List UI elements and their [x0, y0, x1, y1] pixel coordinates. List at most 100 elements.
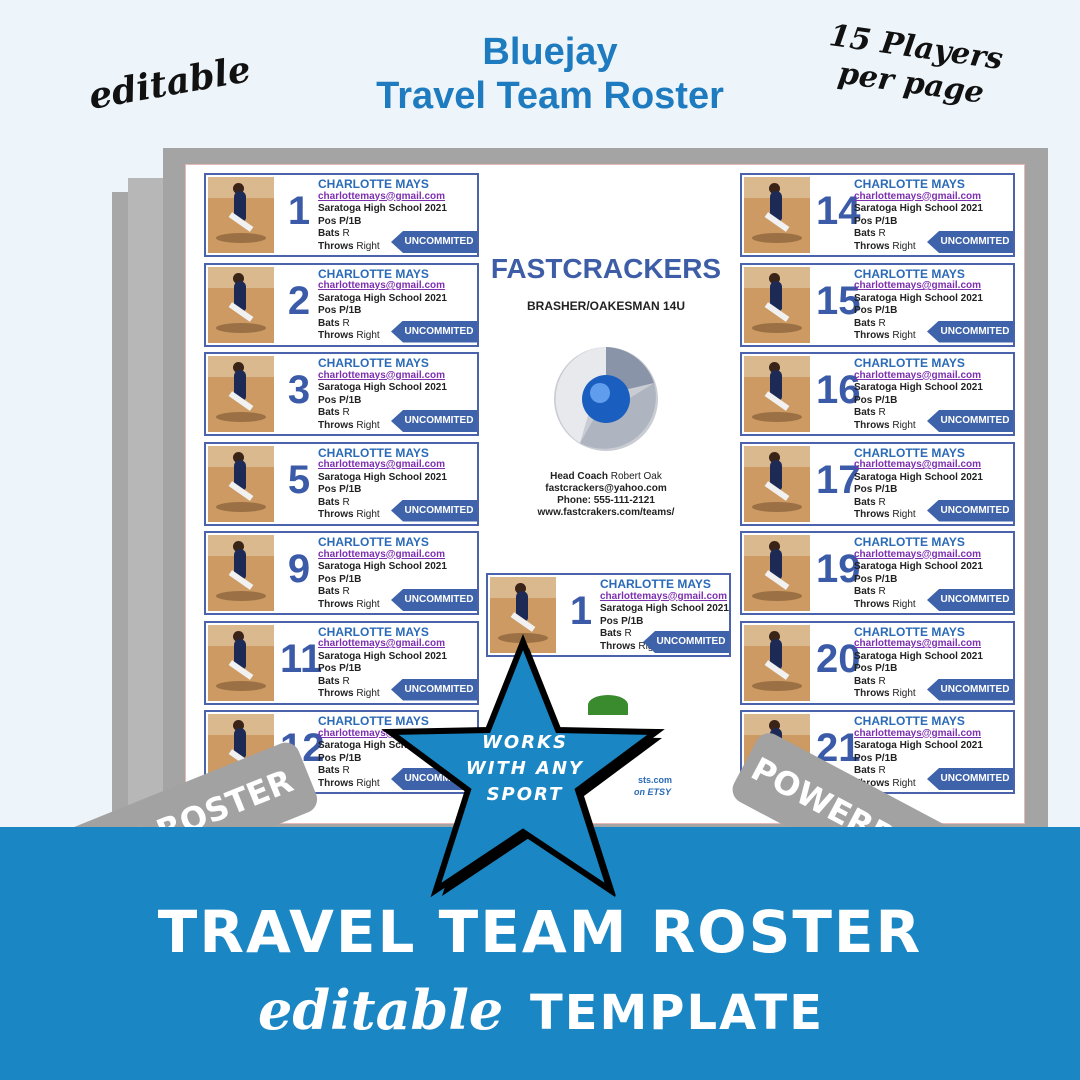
player-school: Saratoga High School 2021	[854, 650, 983, 662]
player-email[interactable]: charlottemays@gmail.com	[318, 727, 446, 739]
coach-info: Head Coach Robert Oak fastcrackers@yahoo…	[486, 471, 726, 519]
player-email[interactable]: charlottemays@gmail.com	[854, 459, 982, 470]
throws-label: Throws	[318, 240, 354, 252]
player-school: Saratoga High School 2021	[318, 650, 447, 662]
player-position: Pos P/1B	[318, 305, 362, 316]
player-photo	[744, 177, 810, 253]
player-school: Saratoga High School 2021	[318, 382, 447, 393]
footer-fragment: sts.com	[638, 775, 673, 785]
player-email[interactable]: charlottemays@gmail.com	[318, 638, 446, 649]
player-email[interactable]: charlottemays@gmail.com	[318, 280, 446, 291]
throws-value: Right	[356, 509, 380, 520]
player-email[interactable]: charlottemays@gmail.com	[318, 459, 446, 470]
bats-label: Bats	[854, 317, 876, 329]
player-email[interactable]: charlottemays@gmail.com	[854, 548, 982, 560]
player-name: CHARLOTTE MAYS	[600, 577, 711, 591]
player-name: CHARLOTTE MAYS	[318, 177, 429, 191]
commit-status-badge: UNCOMMITED	[391, 410, 477, 432]
player-photo	[208, 177, 274, 253]
player-email[interactable]: charlottemays@gmail.com	[854, 280, 982, 291]
commit-status-badge: UNCOMMITED	[643, 631, 729, 653]
bats-value: R	[878, 765, 886, 776]
player-position: Pos P/1B	[854, 305, 898, 316]
star-badge-text: WORKS WITH ANY SPORT	[465, 732, 585, 805]
player-email[interactable]: charlottemays@gmail.com	[318, 190, 446, 202]
player-email[interactable]: charlottemays@gmail.com	[854, 638, 982, 649]
bats-label: Bats	[854, 228, 876, 239]
team-subtitle: BRASHER/OAKESMAN 14U	[526, 299, 686, 313]
player-name: CHARLOTTE MAYS	[854, 714, 965, 728]
jersey-number: 2	[287, 278, 311, 323]
player-school: Saratoga High School 2021	[854, 382, 983, 393]
player-email[interactable]: charlottemays@gmail.com	[854, 190, 982, 202]
throws-label: Throws	[854, 777, 890, 789]
throws-label: Throws	[854, 509, 890, 520]
bats-label: Bats	[854, 496, 876, 508]
bats-label: Bats	[318, 496, 340, 508]
throws-value: Right	[892, 419, 916, 431]
jersey-number: 14	[816, 189, 861, 233]
player-school: Saratoga High School 2021	[600, 603, 729, 614]
jersey-number: 19	[816, 547, 861, 591]
throws-label: Throws	[854, 330, 890, 341]
player-position: Pos P/1B	[318, 663, 362, 674]
player-photo	[208, 445, 274, 522]
player-school: Saratoga High School 2021	[854, 471, 983, 483]
player-school: Saratoga High School 2021	[318, 292, 447, 304]
bats-value: R	[878, 675, 886, 687]
bats-value: R	[878, 407, 886, 418]
player-position: Pos P/1B	[318, 215, 362, 227]
bats-label: Bats	[318, 586, 340, 597]
title-line-2: Travel Team Roster	[376, 75, 724, 117]
throws-value: Right	[892, 598, 916, 610]
player-email[interactable]: charlottemays@gmail.com	[318, 369, 446, 381]
coach-email: fastcrackers@yahoo.com	[545, 483, 667, 494]
commit-status-badge: UNCOMMITED	[391, 589, 477, 611]
bats-value: R	[342, 317, 350, 329]
player-school: Saratoga High School 2021	[318, 203, 447, 214]
throws-label: Throws	[318, 598, 354, 610]
player-position: Pos P/1B	[854, 484, 898, 495]
bats-value: R	[342, 228, 350, 239]
commit-status-badge: UNCOMMITED	[927, 231, 1013, 253]
player-name: CHARLOTTE MAYS	[854, 266, 965, 281]
player-position: Pos P/1B	[854, 663, 898, 674]
player-name: CHARLOTTE MAYS	[318, 445, 429, 460]
editable-label: editable	[258, 978, 504, 1042]
player-school: Saratoga High School 2021	[318, 471, 447, 483]
throws-value: Right	[892, 509, 916, 520]
commit-status-badge: UNCOMMITED	[927, 589, 1013, 611]
throws-value: Right	[892, 777, 916, 789]
team-name: FASTCRACKERS	[490, 253, 722, 284]
player-email[interactable]: charlottemays@gmail.com	[854, 369, 982, 381]
player-position: Pos P/1B	[318, 573, 362, 585]
player-email[interactable]: charlottemays@gmail.com	[600, 590, 728, 602]
team-website: www.fastcrakers.com/teams/	[537, 507, 675, 518]
jersey-number: 9	[287, 547, 311, 591]
bats-label: Bats	[854, 407, 876, 418]
bats-value: R	[878, 586, 886, 597]
player-position: Pos P/1B	[854, 394, 898, 406]
throws-label: Throws	[318, 777, 354, 789]
bats-label: Bats	[318, 765, 340, 776]
player-email[interactable]: charlottemays@gmail.com	[318, 548, 446, 560]
throws-value: Right	[356, 419, 380, 431]
throws-label: Throws	[854, 240, 890, 252]
etsy-fragment: on ETSY	[634, 787, 672, 797]
commit-status-badge: UNCOMMITED	[927, 768, 1013, 790]
throws-label: Throws	[318, 330, 354, 341]
player-email[interactable]: charlottemays@gmail.com	[854, 727, 982, 739]
